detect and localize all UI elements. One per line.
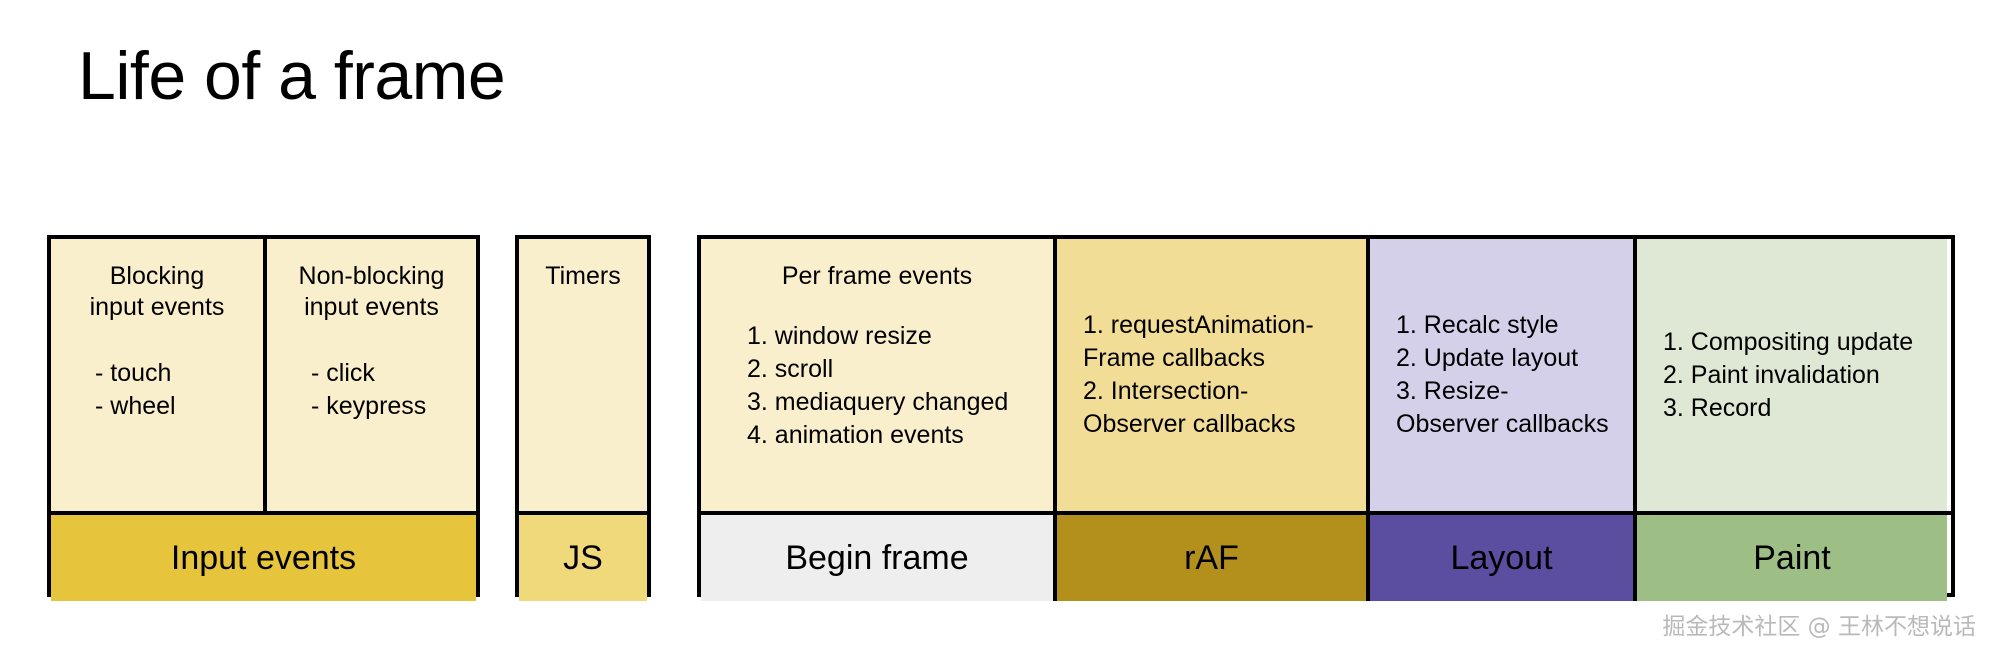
watermark: 掘金技术社区 @ 王林不想说话	[1662, 614, 1976, 640]
list-item: - touch	[95, 359, 172, 387]
per-frame-events-list: 1. window resize 2. scroll 3. mediaquery…	[701, 320, 1053, 452]
list-item: 3. mediaquery changed	[747, 388, 1009, 416]
non-blocking-input-events-cell: Non-blocking input events - click - keyp…	[263, 239, 476, 511]
raf-list: 1. requestAnimation- Frame callbacks 2. …	[1057, 309, 1366, 441]
begin-frame-cell: Per frame events 1. window resize 2. scr…	[701, 239, 1053, 511]
list-item: 1. Recalc style	[1396, 311, 1559, 339]
input-events-detail-row: Blocking input events - touch - wheel No…	[51, 239, 476, 511]
begin-frame-label: Begin frame	[701, 515, 1053, 601]
paint-list: 1. Compositing update 2. Paint invalidat…	[1637, 326, 1947, 425]
blocking-input-events-heading: Blocking input events	[89, 262, 225, 321]
page-title: Life of a frame	[78, 38, 506, 114]
list-item: 3. Record	[1663, 393, 1772, 422]
layout-list: 1. Recalc style 2. Update layout 3. Resi…	[1370, 309, 1633, 441]
list-item: 4. animation events	[747, 421, 964, 449]
list-item: 3. Resize- Observer callbacks	[1396, 377, 1609, 438]
js-label-row: JS	[519, 511, 647, 601]
input-events-group: Blocking input events - touch - wheel No…	[47, 235, 480, 601]
frame-pipeline-group: Per frame events 1. window resize 2. scr…	[697, 235, 1955, 601]
non-blocking-input-events-heading: Non-blocking input events	[298, 262, 445, 321]
per-frame-events-heading: Per frame events	[781, 262, 973, 290]
frame-pipeline-detail-row: Per frame events 1. window resize 2. scr…	[701, 239, 1951, 511]
list-item: 2. Intersection- Observer callbacks	[1083, 377, 1296, 438]
raf-cell: 1. requestAnimation- Frame callbacks 2. …	[1053, 239, 1366, 511]
non-blocking-input-events-list: - click - keypress	[267, 357, 476, 423]
list-item: - click	[311, 359, 375, 387]
input-events-label-row: Input events	[51, 511, 476, 601]
js-group: Timers JS	[515, 235, 651, 601]
list-item: 1. requestAnimation- Frame callbacks	[1083, 311, 1314, 372]
input-events-label: Input events	[51, 515, 476, 601]
raf-label: rAF	[1053, 515, 1366, 601]
list-item: - keypress	[311, 392, 427, 420]
paint-label: Paint	[1633, 515, 1947, 601]
frame-pipeline-label-row: Begin frame rAF Layout Paint	[701, 511, 1951, 601]
list-item: 1. Compositing update	[1663, 327, 1914, 356]
layout-cell: 1. Recalc style 2. Update layout 3. Resi…	[1366, 239, 1633, 511]
js-detail-row: Timers	[519, 239, 647, 511]
js-label: JS	[519, 515, 647, 601]
list-item: 2. Update layout	[1396, 344, 1579, 372]
blocking-input-events-list: - touch - wheel	[51, 357, 263, 423]
timers-heading: Timers	[545, 262, 621, 290]
list-item: - wheel	[95, 392, 176, 420]
paint-cell: 1. Compositing update 2. Paint invalidat…	[1633, 239, 1947, 511]
timers-cell: Timers	[519, 239, 647, 511]
list-item: 1. window resize	[747, 322, 932, 350]
blocking-input-events-cell: Blocking input events - touch - wheel	[51, 239, 263, 511]
layout-label: Layout	[1366, 515, 1633, 601]
list-item: 2. Paint invalidation	[1663, 360, 1880, 389]
list-item: 2. scroll	[747, 355, 834, 383]
